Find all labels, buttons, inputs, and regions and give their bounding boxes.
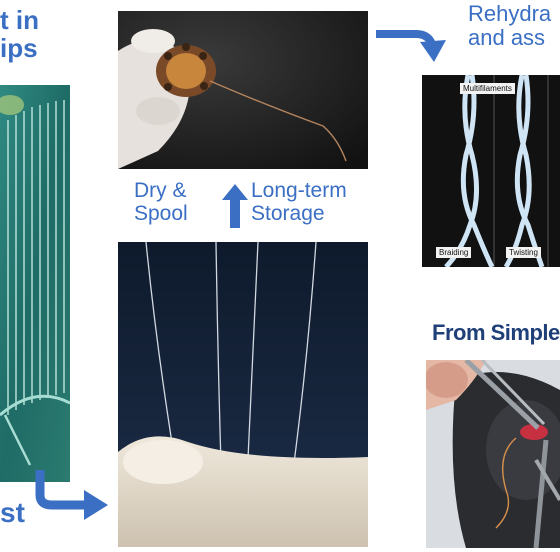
twisting-tag: Twisting: [506, 247, 541, 258]
micrograph-panel: Multifilaments Braiding Twisting: [422, 75, 560, 267]
fiber-rack-photo: [0, 85, 70, 482]
right-mid-caption: From Simple: [432, 320, 560, 345]
surgery-photo: [426, 360, 560, 548]
bottom-left-caption: st: [0, 497, 25, 528]
dry-spool-caption: Dry & Spool: [134, 179, 188, 225]
spool-photo: [118, 11, 368, 169]
multifilaments-tag: Multifilaments: [460, 83, 515, 94]
braiding-tag: Braiding: [436, 247, 472, 258]
top-left-caption: t in ips: [0, 5, 39, 64]
curved-arrow-down-icon: [376, 30, 446, 62]
fibers-photo: [118, 242, 368, 547]
storage-caption: Long-term Storage: [251, 179, 347, 225]
up-arrow-icon: [222, 184, 248, 228]
curved-arrow-right-icon: [35, 470, 108, 520]
top-right-caption: Rehydra and ass: [468, 1, 552, 50]
